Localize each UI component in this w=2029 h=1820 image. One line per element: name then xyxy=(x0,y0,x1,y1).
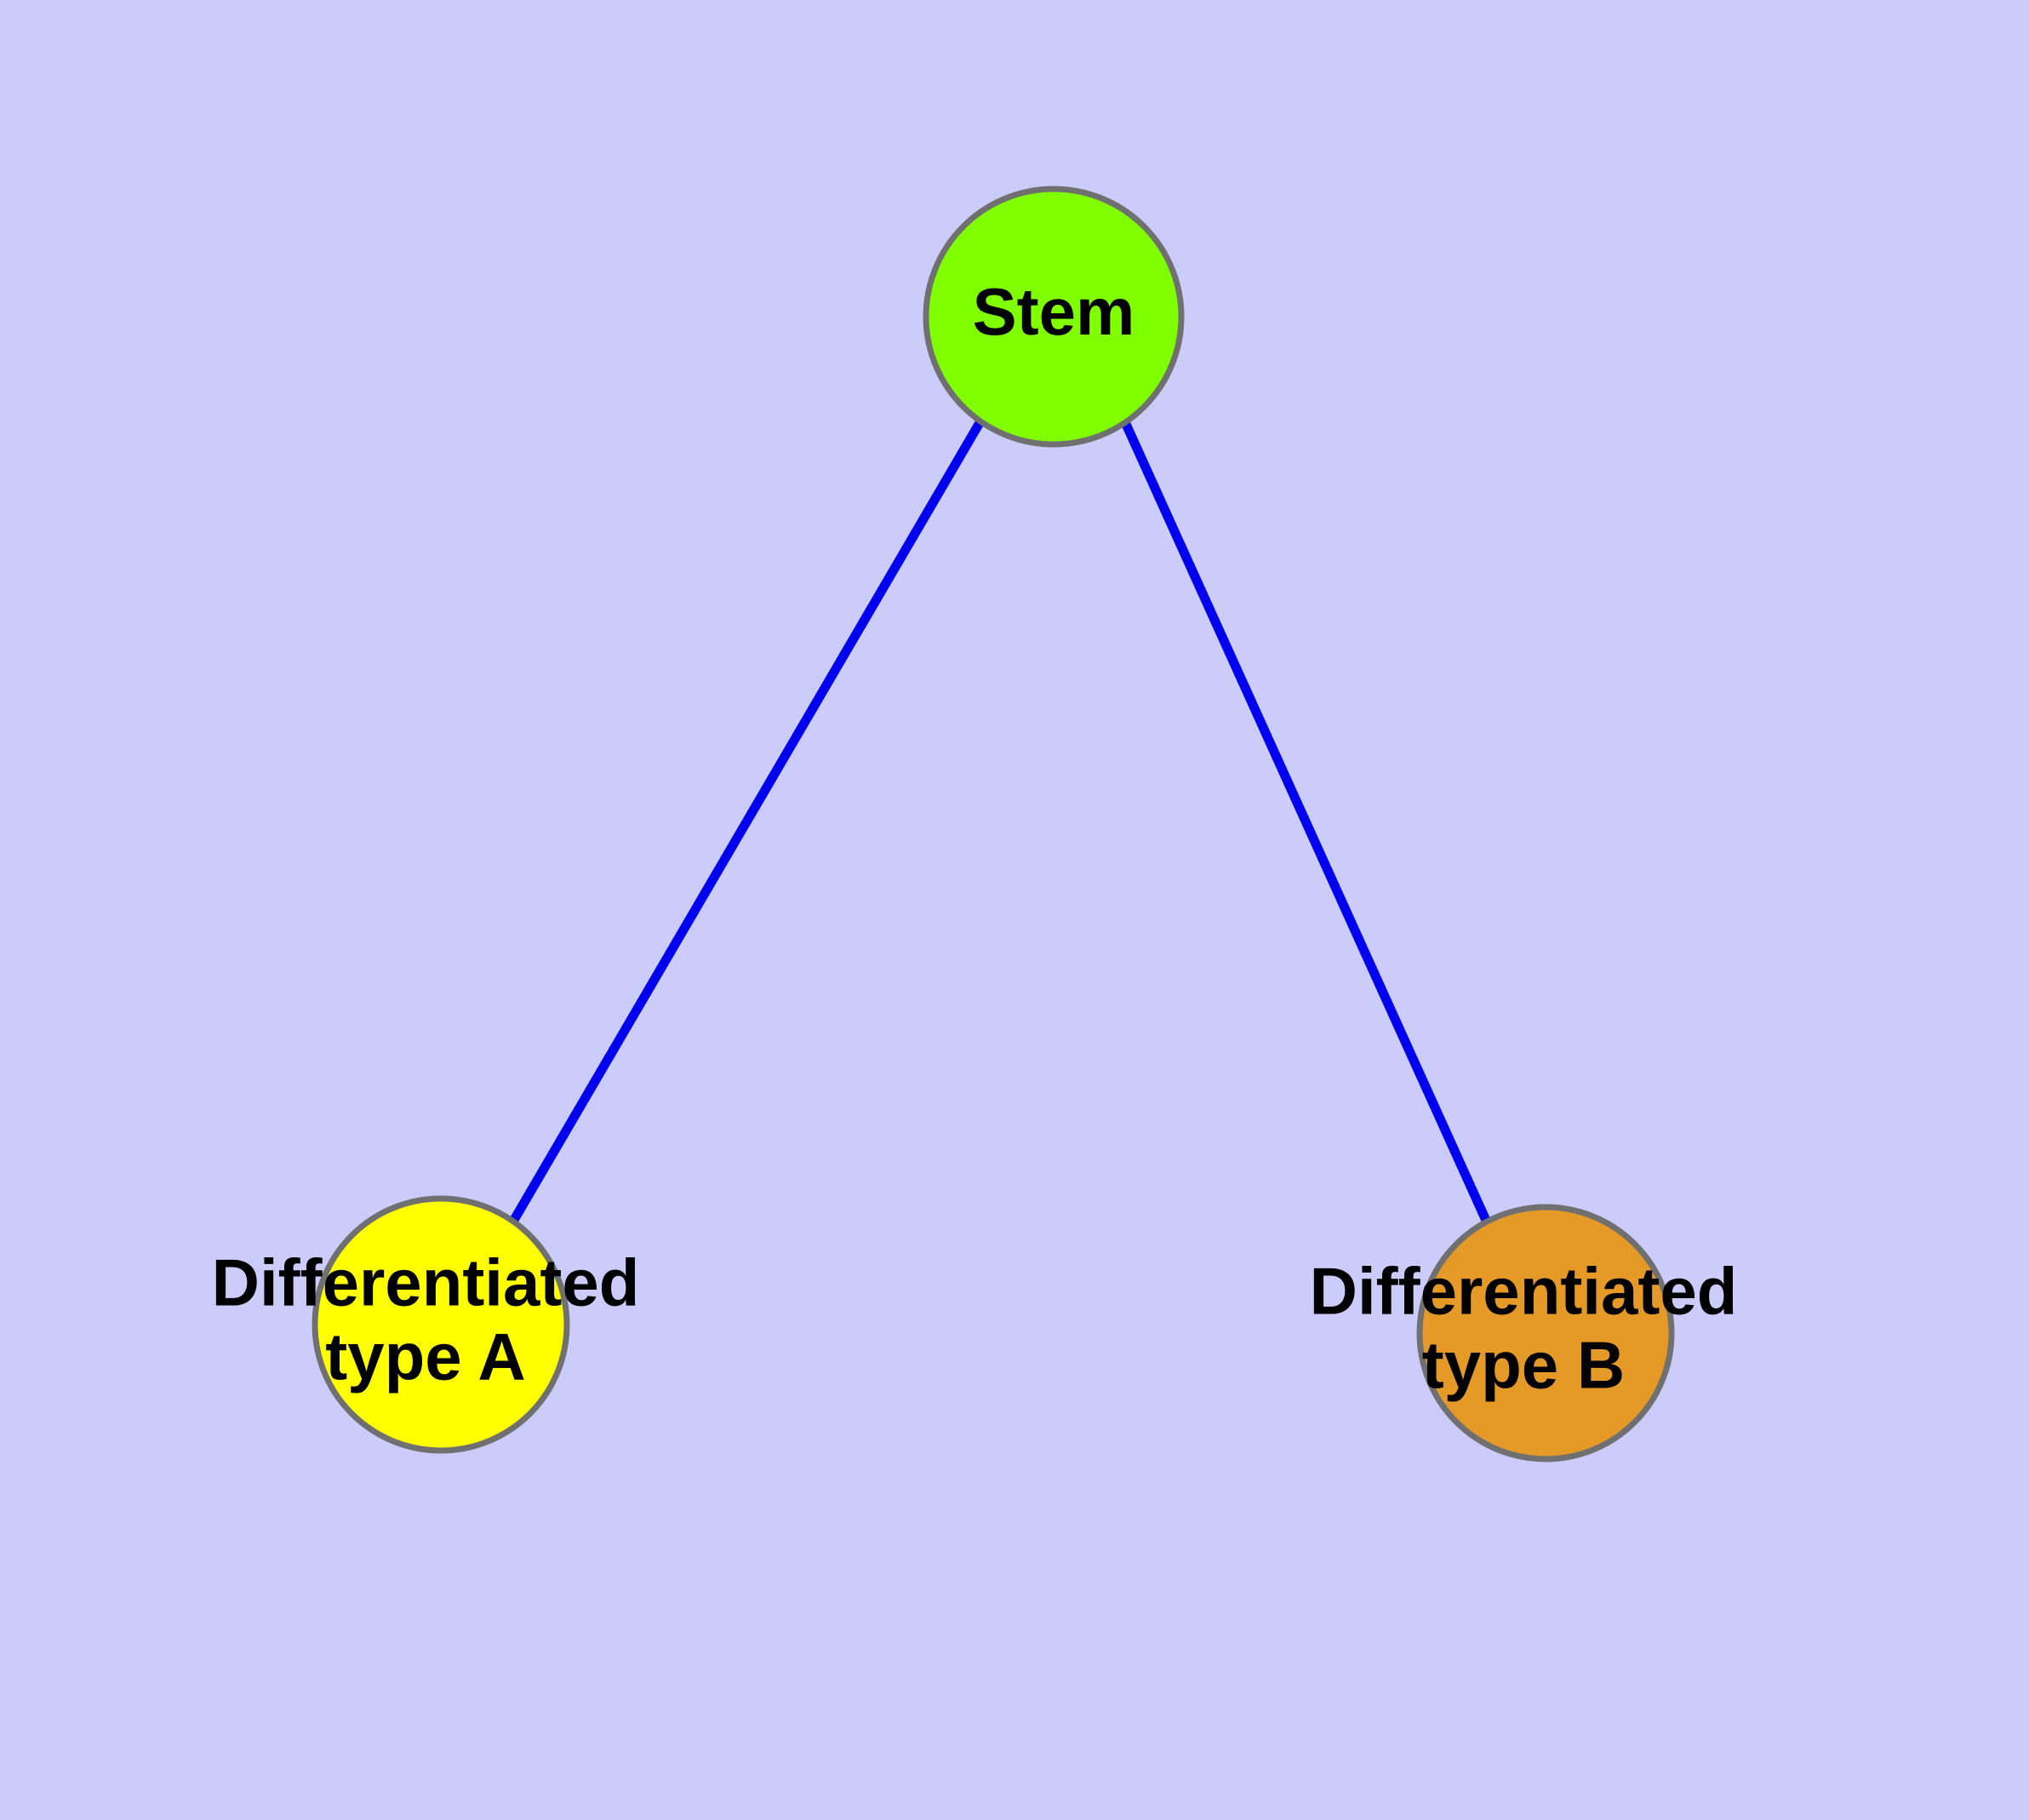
node-stem[interactable] xyxy=(923,186,1185,448)
node-diff-b[interactable] xyxy=(1416,1204,1675,1462)
nodes-group xyxy=(311,186,1675,1462)
node-label-stem: Stem xyxy=(973,274,1135,349)
edge-stem-to-diff-a xyxy=(510,419,985,1222)
node-diff-a[interactable] xyxy=(311,1195,570,1454)
edge-stem-to-diff-b xyxy=(1120,420,1493,1227)
edges-group xyxy=(510,419,1493,1227)
